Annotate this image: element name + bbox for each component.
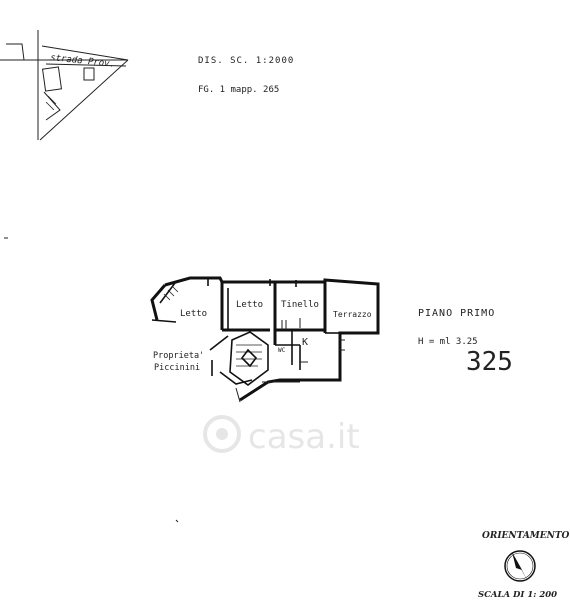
road-label: strada Prov. bbox=[50, 53, 116, 70]
apartment-plan: Letto Letto Tinello Terrazzo WC K Propri… bbox=[150, 276, 380, 403]
room-terrazzo: Terrazzo bbox=[333, 310, 372, 319]
floor-height: H = ml 3.25 bbox=[418, 337, 478, 347]
watermark: casa.it bbox=[203, 415, 360, 457]
cadastral-ref: FG. 1 mapp. 265 bbox=[198, 85, 279, 95]
room-letto-2: Letto bbox=[236, 300, 263, 310]
floor-number: 325 bbox=[466, 347, 513, 377]
scale-text: DIS. SC. 1:2000 bbox=[198, 56, 294, 66]
room-kitchen: K bbox=[302, 337, 308, 348]
orientation-title: ORIENTAMENTO bbox=[482, 531, 570, 541]
cadastral-map: strada Prov. bbox=[0, 30, 129, 141]
room-tinello: Tinello bbox=[281, 300, 319, 310]
neighbor-label-line2: Piccinini bbox=[154, 363, 200, 373]
watermark-text: casa.it bbox=[248, 417, 360, 457]
neighbor-label-line1: Proprieta' bbox=[153, 351, 204, 361]
room-wc: WC bbox=[278, 347, 286, 354]
floor-level: PIANO PRIMO bbox=[418, 308, 495, 319]
compass-icon bbox=[504, 550, 536, 582]
orientation-scale: SCALA DI 1: 200 bbox=[478, 590, 557, 600]
room-letto-1: Letto bbox=[180, 309, 207, 319]
